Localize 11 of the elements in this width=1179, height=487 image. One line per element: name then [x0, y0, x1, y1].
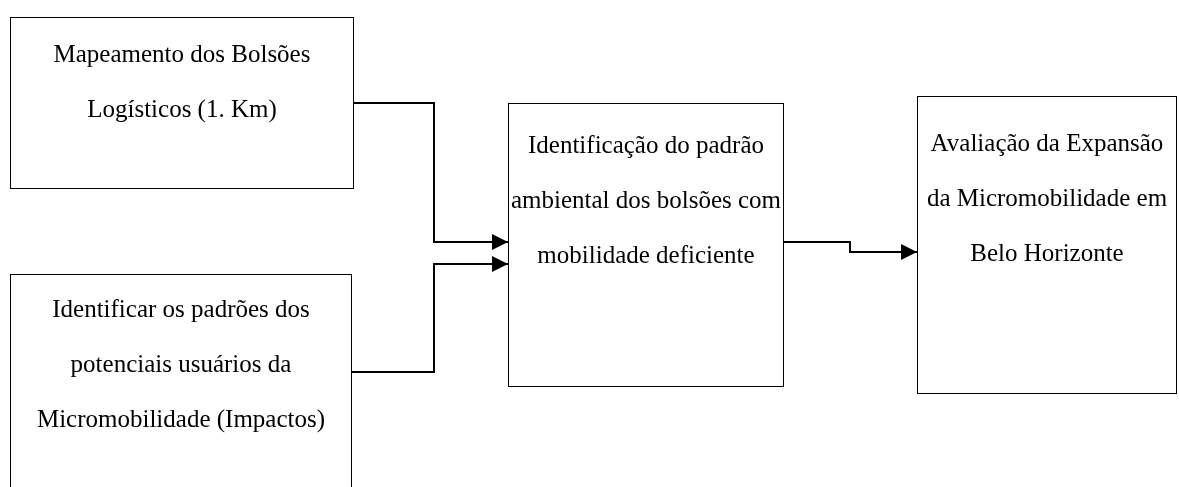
arrow: [353, 102, 509, 250]
process-box: [10, 274, 352, 487]
arrow: [783, 241, 918, 260]
box-text: Avaliação da Expansão da Micromobilidade em Belo Horizonte: [925, 128, 1169, 268]
box-text: Identificar os padrões dos potenciais usuários da Micromobilidade (Impactos): [35, 294, 327, 434]
box-text: Identificação do padrão ambiental dos bolsões com mobilidade deficiente: [509, 130, 783, 270]
process-box: [10, 17, 354, 189]
process-box: [917, 96, 1177, 394]
process-box: [508, 103, 784, 387]
arrow: [351, 256, 509, 373]
box-text: Mapeamento dos Bolsões Logísticos (1. Km): [52, 39, 312, 125]
